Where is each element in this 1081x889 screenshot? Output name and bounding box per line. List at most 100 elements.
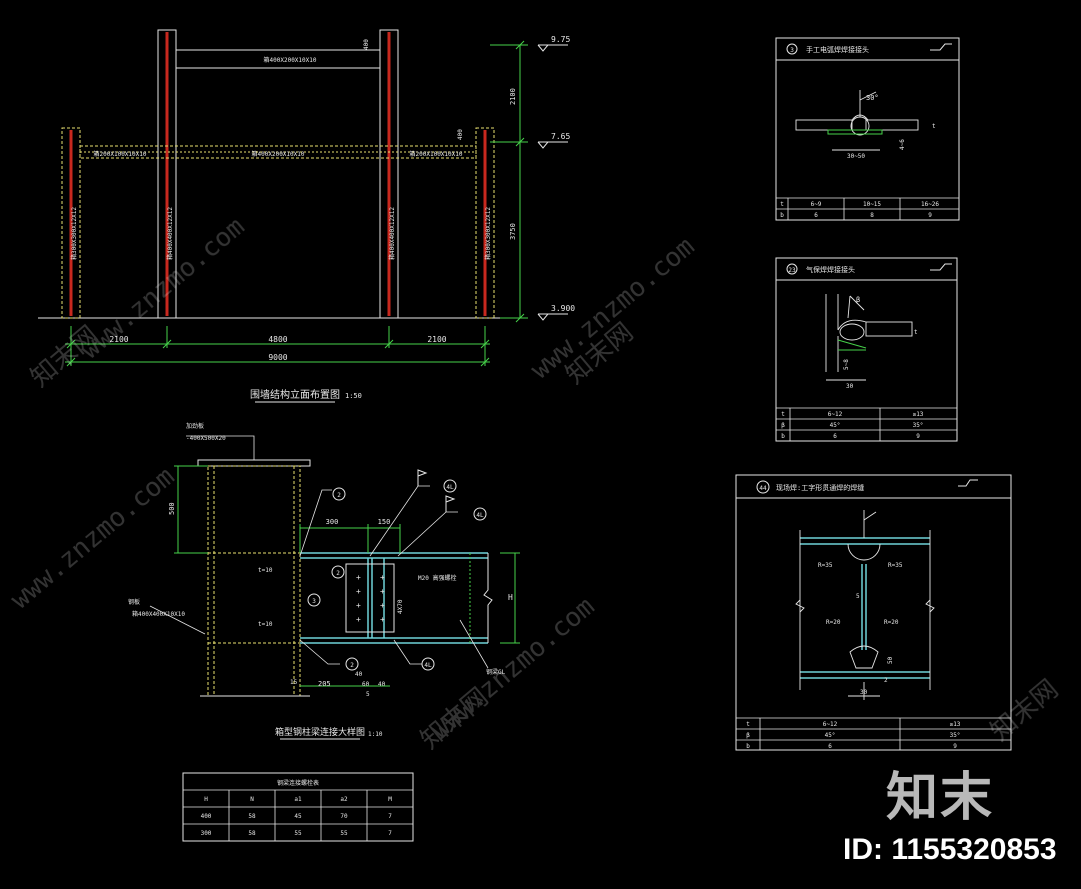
marker: 4L (446, 484, 454, 491)
hdim-left: 2100 (109, 335, 128, 344)
td: 45° (825, 732, 836, 739)
weld1-dim: 30~50 (847, 153, 865, 160)
td: 6~12 (823, 721, 838, 728)
weld2-gap: 5~8 (843, 359, 850, 370)
weld3-title: 现场焊:工字形贯通焊的焊缝 (776, 483, 864, 492)
td: 6~12 (828, 411, 843, 418)
svg-text:+: + (356, 587, 361, 596)
marker: 2 (336, 570, 340, 577)
bolt-table-title: 钢梁连接螺栓表 (277, 779, 319, 787)
weld3-dim: 50 (887, 656, 894, 664)
detail-scale: 1:10 (368, 731, 383, 738)
beam-label-right: 箱200X100X10X10 (410, 150, 463, 158)
marker: 4L (476, 512, 484, 519)
cap-size: -400X500X20 (186, 435, 226, 442)
weld2-beta: β (856, 296, 860, 304)
hdim-right: 2100 (427, 335, 446, 344)
th: H (204, 796, 208, 803)
td: t (781, 411, 785, 418)
small-dim: 400 (363, 39, 370, 50)
beam-label-mid: 箱400X200X10X10 (252, 150, 305, 158)
dim-top-300: 300 (326, 518, 339, 526)
dim-h: H (508, 593, 513, 602)
td: 55 (340, 830, 348, 837)
weld3-r: R=35 (818, 562, 833, 569)
elevation-drawing: 箱400X200X10X10 箱200X100X10X10 箱400X200X1… (38, 29, 575, 403)
weld3-r: R=35 (888, 562, 903, 569)
dim-left-500: 500 (168, 502, 176, 515)
level-bottom: 3.900 (551, 304, 575, 313)
dim-bottom: 40 (378, 681, 386, 688)
weld-detail-2: 23 气保焊焊接接头 β 30 5~8 t t 6~12 (775, 257, 958, 442)
bolt-table: 钢梁连接螺栓表 H N a1 a2 M 400 58 45 70 7 300 5… (182, 772, 414, 842)
bolt-rows: 4X70 (397, 599, 404, 614)
weld3-dim: 2 (884, 677, 888, 684)
td: 7 (388, 830, 392, 837)
column-label: 箱400X400X12X12 (388, 207, 396, 260)
elevation-title: 围墙结构立面布置图 (250, 388, 340, 401)
dim-bottom: 205 (318, 680, 331, 688)
td: 45 (294, 813, 302, 820)
elevation-scale: 1:50 (345, 392, 362, 400)
td: 6~9 (811, 201, 822, 208)
column-label: 箱300X300X12X12 (70, 207, 78, 260)
column-label: 箱400X400X12X12 (166, 207, 174, 260)
level-top: 9.75 (551, 35, 570, 44)
watermark-site: www.znzmo.com (5, 462, 180, 616)
t-label: t=10 (258, 621, 273, 628)
td: b (781, 433, 785, 440)
td: 8 (870, 212, 874, 219)
td: 58 (248, 830, 256, 837)
marker: 2 (337, 492, 341, 499)
th: a2 (340, 796, 348, 803)
beam-label-top: 箱400X200X10X10 (264, 56, 317, 64)
vnum: 5 (366, 691, 370, 698)
svg-text:+: + (356, 601, 361, 610)
hdim-total: 9000 (268, 353, 287, 362)
site-watermarks: www.znzmo.com www.znzmo.com www.znzmo.co… (5, 212, 1064, 756)
svg-text:+: + (380, 601, 385, 610)
weld1-gap: 4~6 (899, 139, 906, 150)
weld1-title: 手工电弧焊焊接接头 (806, 45, 869, 54)
weld3-r: R=20 (884, 619, 899, 626)
marker: 3 (312, 598, 316, 605)
dim-top-150: 150 (378, 518, 391, 526)
weld2-title: 气保焊焊接接头 (806, 265, 855, 274)
td: 9 (953, 743, 957, 750)
td: t (780, 201, 784, 208)
td: 6 (828, 743, 832, 750)
bolt-note: M20 高强螺栓 (418, 574, 456, 582)
beam-label-left: 箱200X100X10X10 (94, 150, 147, 158)
weld-detail-3: 44 现场焊:工字形贯通焊的焊缝 R=35 R=35 R=20 R=20 (735, 474, 1012, 751)
td: 7 (388, 813, 392, 820)
marker: 2 (350, 662, 354, 669)
td: 6 (833, 433, 837, 440)
weld-detail-1: 3 手工电弧焊焊接接头 30° 30~50 t 4~6 t 6~9 10~15 (775, 37, 960, 221)
t-label: t=10 (258, 567, 273, 574)
weld1-thick: t (932, 123, 936, 130)
td: 70 (340, 813, 348, 820)
plate-note: 钢板 (128, 598, 140, 606)
td: β (746, 732, 750, 739)
cap-label: 加劲板 (186, 422, 204, 430)
column-label: 箱300X300X12X12 (484, 207, 492, 260)
td: ≥13 (950, 721, 961, 728)
image-id: ID: 1155320853 (843, 833, 1057, 866)
svg-text:+: + (356, 615, 361, 624)
td: 55 (294, 830, 302, 837)
weld3-dim: 5 (856, 593, 860, 600)
marker: 4L (424, 662, 432, 669)
weld2-thick: t (914, 329, 918, 336)
td: t (746, 721, 750, 728)
beam-note: 钢梁GL (486, 668, 506, 676)
plate-size: 箱400X400X10X10 (132, 610, 185, 618)
watermark-brand: 知末网 (415, 682, 494, 755)
svg-text:+: + (380, 587, 385, 596)
svg-text:+: + (380, 573, 385, 582)
th: N (250, 796, 254, 803)
td: b (746, 743, 750, 750)
td: 300 (201, 830, 212, 837)
td: 9 (928, 212, 932, 219)
level-mid: 7.65 (551, 132, 570, 141)
